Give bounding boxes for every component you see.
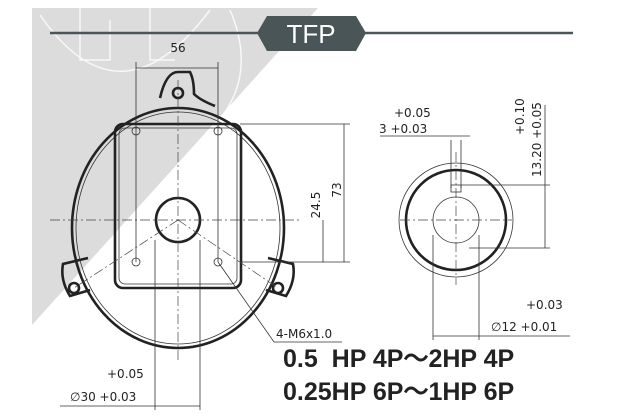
- flange-view: [50, 62, 350, 410]
- thread-label: 4-M6x1.0: [276, 327, 332, 341]
- title-badge: [257, 16, 366, 51]
- watermark-background: [32, 8, 318, 325]
- shaft-dia-tol-upper: +0.03: [526, 298, 563, 312]
- dim-56: 56: [170, 41, 185, 55]
- rating-line-1: 0.5 HP 4P～2HP 4P: [283, 345, 514, 373]
- key-tol-upper: +0.05: [394, 106, 431, 120]
- bore-diameter: ∅30 +0.03: [70, 390, 136, 404]
- shaft-diameter: ∅12 +0.01: [491, 320, 557, 334]
- shaft-view: [380, 105, 570, 340]
- dim-24-5: 24.5: [309, 192, 323, 219]
- rating-line-2: 0.25HP 6P～1HP 6P: [283, 378, 514, 406]
- title-badge-text: TFP: [286, 19, 335, 49]
- key-width: 3 +0.03: [379, 122, 427, 136]
- dim-73: 73: [330, 182, 344, 197]
- height-tol-upper: +0.10: [513, 98, 527, 135]
- bore-tol-upper: +0.05: [107, 367, 144, 381]
- shaft-height: 13.20 +0.05: [530, 102, 544, 177]
